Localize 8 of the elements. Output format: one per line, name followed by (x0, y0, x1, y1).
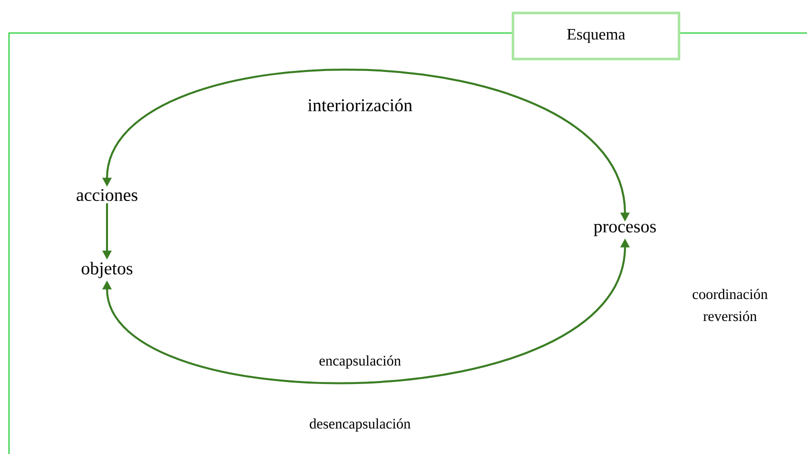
edge-label: interiorización (306, 98, 414, 112)
text-label: coordinación reversión (692, 288, 768, 322)
node-label: procesos (594, 224, 656, 236)
title-box: Esquema (512, 12, 680, 60)
edge-label: encapsulación (318, 354, 402, 370)
node-label: objetos (82, 262, 132, 278)
text-label: desencapsulación (310, 418, 411, 432)
node-label: acciones (76, 188, 138, 202)
